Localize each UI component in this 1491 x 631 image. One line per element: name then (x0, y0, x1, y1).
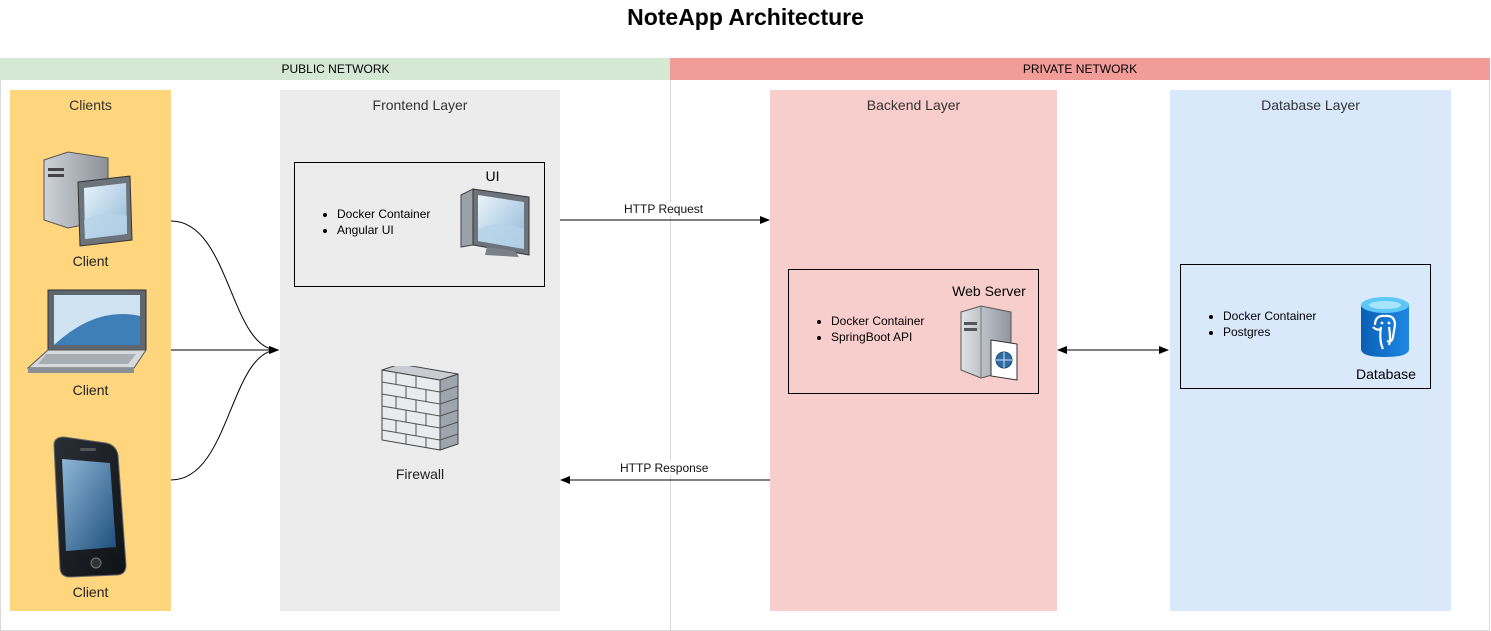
http-request-label: HTTP Request (622, 202, 706, 216)
clients-lane-label: Clients (69, 97, 112, 113)
ui-bullet-1: Docker Container (337, 206, 465, 222)
web-server-bullet-1: Docker Container (831, 313, 959, 329)
postgres-database-icon (1359, 295, 1411, 359)
desktop-pc-icon (40, 150, 135, 250)
laptop-icon (26, 286, 148, 376)
database-box-title: Database (1356, 366, 1416, 382)
ui-container-box: Docker Container Angular UI UI (294, 162, 545, 287)
private-network-header: PRIVATE NETWORK (670, 58, 1490, 80)
ui-bullet-2: Angular UI (337, 222, 465, 238)
web-server-box: Docker Container SpringBoot API Web Serv… (788, 269, 1039, 394)
database-bullet-2: Postgres (1223, 324, 1351, 340)
monitor-icon (459, 185, 531, 259)
firewall-label: Firewall (395, 466, 445, 482)
client-phone-label: Client (72, 584, 109, 600)
ui-box-title: UI (485, 168, 500, 184)
firewall-icon (380, 363, 460, 452)
frontend-lane-label: Frontend Layer (372, 97, 468, 113)
web-server-icon (959, 304, 1021, 384)
phone-to-frontend-edge (170, 346, 279, 481)
public-network-header: PUBLIC NETWORK (0, 58, 671, 80)
web-server-title: Web Server (952, 283, 1026, 299)
backend-lane-label: Backend Layer (866, 97, 961, 113)
database-lane-label: Database Layer (1261, 97, 1360, 113)
web-server-bullet-2: SpringBoot API (831, 329, 959, 345)
smartphone-icon (50, 435, 130, 580)
database-container-box: Docker Container Postgres Database (1180, 264, 1431, 389)
http-response-label: HTTP Response (618, 461, 711, 475)
database-bullet-1: Docker Container (1223, 308, 1351, 324)
frontend-lane (280, 90, 560, 611)
diagram-title: NoteApp Architecture (627, 4, 864, 30)
client-laptop-label: Client (72, 382, 109, 398)
client-desktop-label: Client (72, 253, 109, 269)
desktop-to-frontend-edge (170, 220, 279, 354)
